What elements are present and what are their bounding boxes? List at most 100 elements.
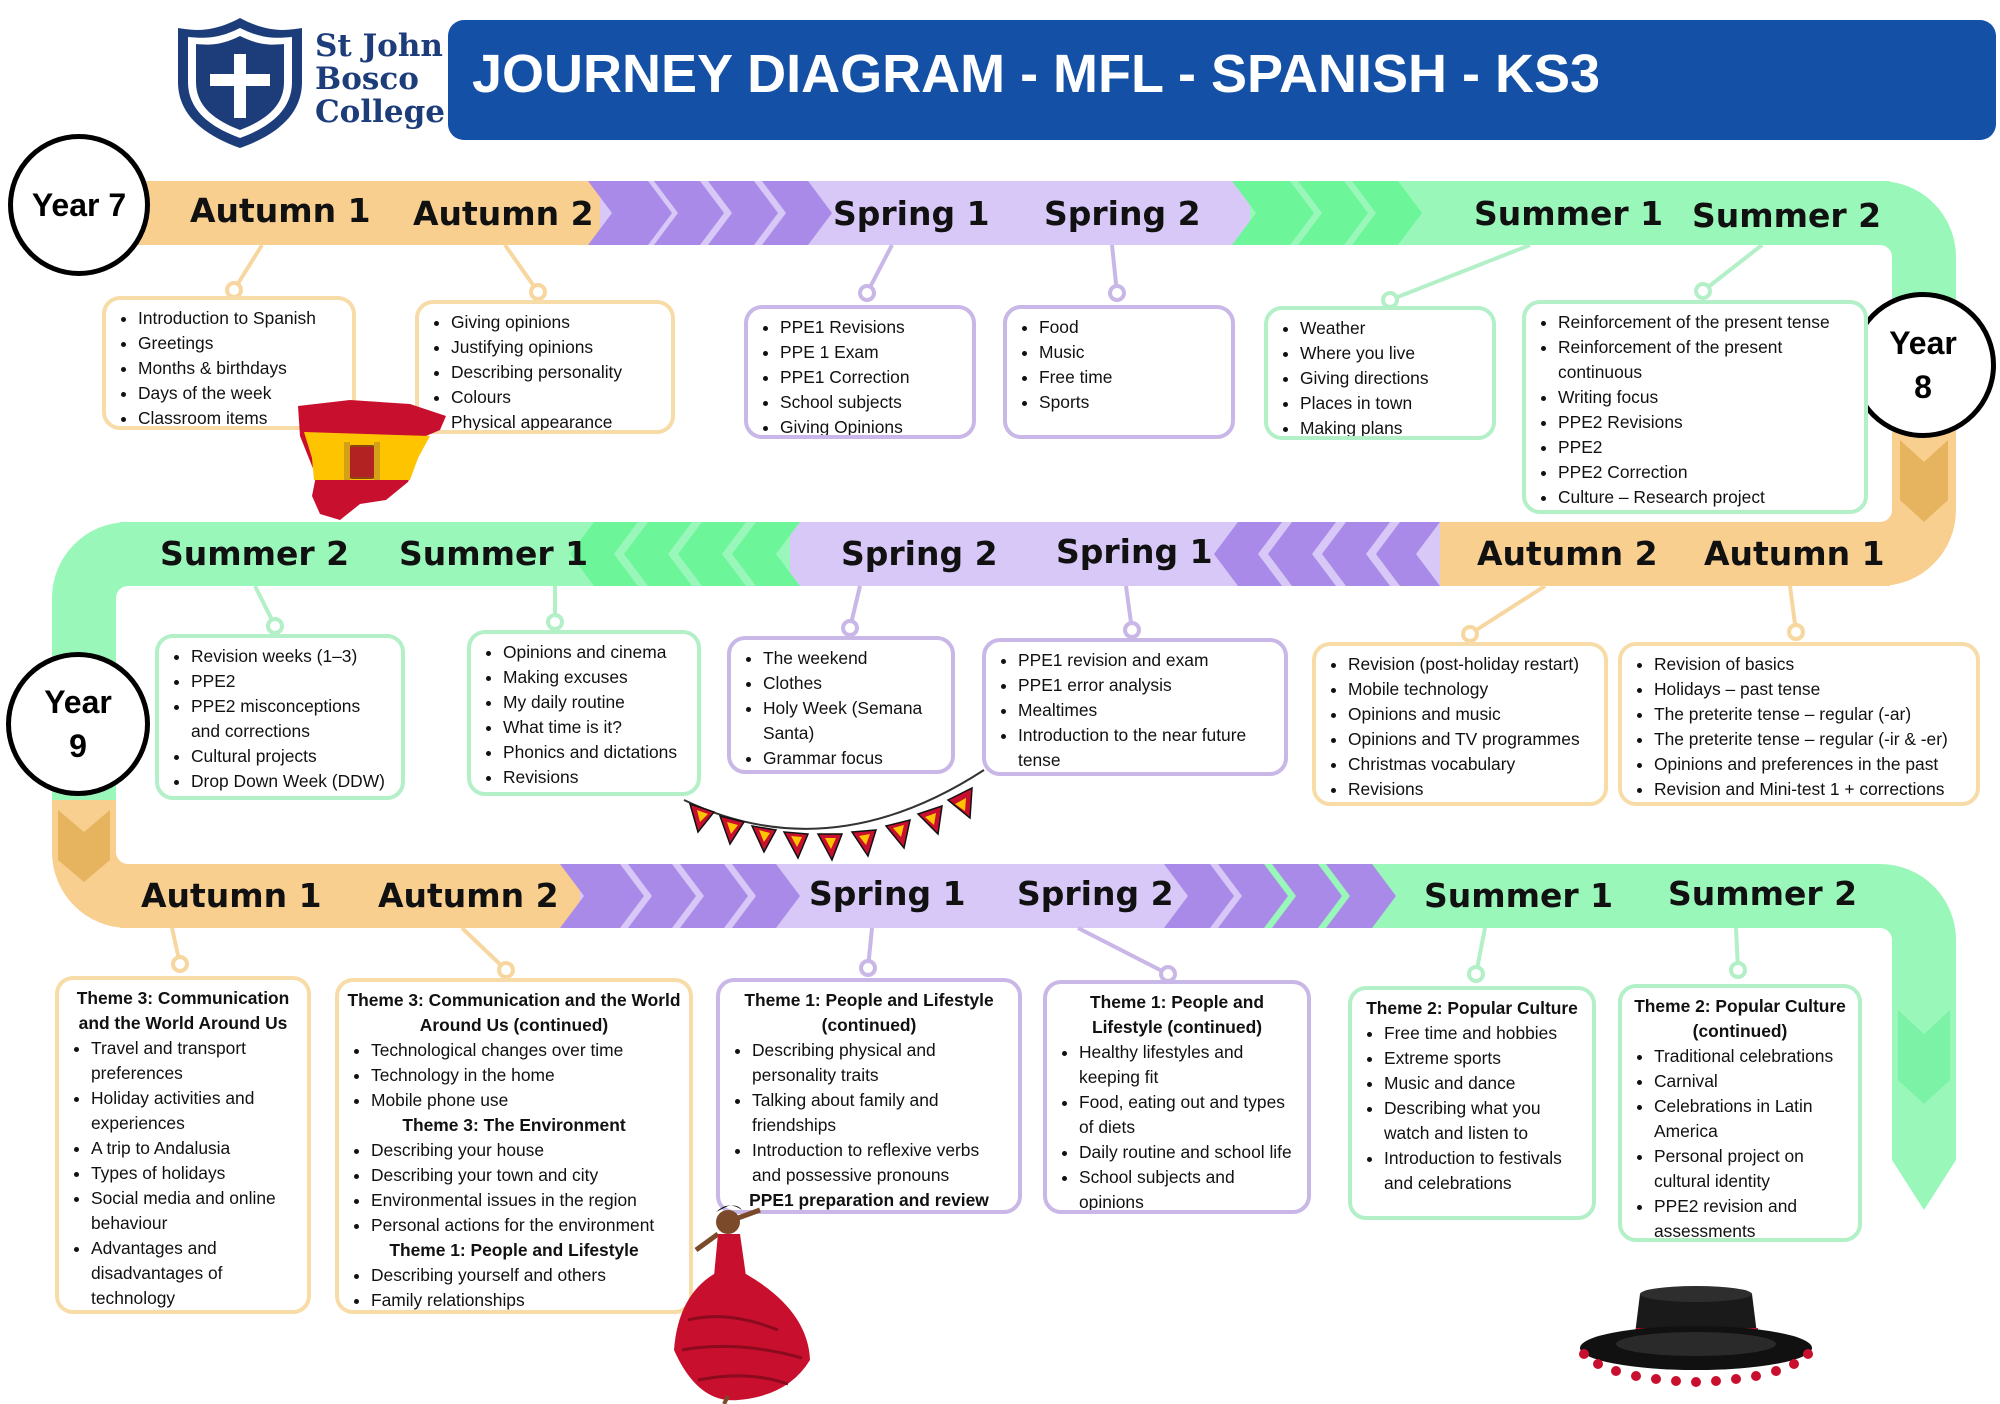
list-item: Drop Down Week (DDW)	[191, 769, 393, 794]
list-item: Colours	[451, 385, 663, 410]
row3-term-spring-1: Spring 1	[809, 874, 966, 913]
row2-autumn-band	[1420, 522, 1890, 586]
y9-autumn-2-heading-2: Theme 3: The Environment	[402, 1115, 626, 1135]
list-item: Personal project on cultural identity	[1654, 1144, 1850, 1194]
list-item: Grammar focus	[763, 746, 943, 770]
list-item: Describing what you watch and listen to	[1384, 1096, 1584, 1146]
shield-logo-icon	[178, 18, 302, 148]
y9-autumn-1-heading: Theme 3: Communication and the World Aro…	[76, 988, 290, 1033]
list-item: Physical appearance	[451, 410, 663, 430]
year-8-label-line2: 8	[1914, 369, 1932, 405]
list-item: PPE2 Correction	[1558, 460, 1856, 485]
y9-summer-2-heading: Theme 2: Popular Culture (continued)	[1634, 996, 1846, 1041]
list-item: Reinforcement of the present tense	[1558, 310, 1856, 335]
y8-spring-2-list: The weekendClothesHoly Week (Semana Sant…	[739, 646, 943, 770]
y7-autumn-2-box: Giving opinionsJustifying opinionsDescri…	[415, 300, 675, 434]
y9-summer-1-box: Theme 2: Popular Culture Free time and h…	[1348, 986, 1596, 1220]
year-9-label-line2: 9	[69, 728, 87, 764]
row1-chevrons-purple	[588, 181, 832, 245]
row3-term-autumn-1: Autumn 1	[141, 876, 322, 915]
y9-spring-2-heading: Theme 1: People and Lifestyle (continued…	[1090, 992, 1264, 1037]
list-item: Environmental issues in the region	[371, 1188, 681, 1213]
list-item: Giving Opinions	[780, 415, 964, 435]
y9-autumn-2-heading-3: Theme 1: People and Lifestyle	[389, 1240, 639, 1260]
y8-summer-2-box: Revision weeks (1–3)PPE2PPE2 misconcepti…	[155, 634, 405, 800]
list-item: Introduction to reflexive verbs and poss…	[752, 1138, 1010, 1188]
list-item: PPE 1 Exam	[780, 340, 964, 365]
y9-spring-2-box: Theme 1: People and Lifestyle (continued…	[1043, 980, 1311, 1214]
list-item: Places in town	[1300, 391, 1484, 416]
list-item: Daily routine and school life	[1079, 1140, 1299, 1165]
list-item: Revision of basics	[1654, 652, 1968, 677]
list-item: Sports	[1039, 390, 1223, 415]
flamenco-dancer-icon	[674, 1205, 810, 1404]
list-item: PPE1 revision and exam	[1018, 648, 1276, 673]
y9-spring-1-footer: PPE1 preparation and review	[749, 1190, 989, 1210]
row3-term-autumn-2: Autumn 2	[378, 876, 559, 915]
page-title: JOURNEY DIAGRAM - MFL - SPANISH - KS3	[472, 44, 1601, 104]
list-item: Free time	[1039, 365, 1223, 390]
school-name: St John Bosco College	[315, 28, 446, 130]
list-item: Writing focus	[1558, 385, 1856, 410]
list-item: Opinions and cinema	[503, 640, 689, 665]
list-item: PPE2	[1558, 435, 1856, 460]
y8-summer-1-list: Opinions and cinemaMaking excusesMy dail…	[479, 640, 689, 790]
y9-summer-1-heading: Theme 2: Popular Culture	[1366, 998, 1578, 1018]
list-item: Music and dance	[1384, 1071, 1584, 1096]
list-item: Making plans	[1300, 416, 1484, 436]
y7-spring-2-list: FoodMusicFree timeSports	[1015, 315, 1223, 415]
row2-term-autumn-2: Autumn 2	[1477, 534, 1658, 573]
list-item: A trip to Andalusia	[91, 1136, 299, 1161]
list-item: What time is it?	[503, 715, 689, 740]
list-item: My daily routine	[503, 690, 689, 715]
y9-autumn-2-list: Technological changes over timeTechnolog…	[347, 1038, 681, 1113]
list-item: Classroom items	[138, 406, 344, 426]
y7-summer-2-box: Reinforcement of the present tenseReinfo…	[1522, 300, 1868, 514]
row2-connectors	[253, 584, 1805, 643]
list-item: Describing personality	[451, 360, 663, 385]
y7-summer-2-list: Reinforcement of the present tenseReinfo…	[1534, 310, 1856, 510]
list-item: Revision weeks (1–3)	[191, 644, 393, 669]
row3-term-summer-1: Summer 1	[1424, 876, 1614, 915]
list-item: School subjects and opinions	[1079, 1165, 1299, 1210]
list-item: Opinions and music	[1348, 702, 1596, 727]
row2-term-spring-2: Spring 2	[841, 534, 998, 573]
y9-spring-1-box: Theme 1: People and Lifestyle (continued…	[716, 978, 1022, 1214]
list-item: Healthy lifestyles and keeping fit	[1079, 1040, 1299, 1090]
row2-chevrons-green	[570, 522, 800, 586]
right-turn-chevron	[1900, 440, 1948, 522]
list-item: Revisions	[1348, 777, 1596, 802]
y9-summer-2-list: Traditional celebrationsCarnivalCelebrat…	[1630, 1044, 1850, 1238]
list-item: PPE2 Revisions	[1558, 410, 1856, 435]
list-item: Holy Week (Semana Santa)	[763, 696, 943, 746]
y8-spring-1-box: PPE1 revision and examPPE1 error analysi…	[982, 638, 1288, 776]
row3-end-chevron	[1898, 1010, 1950, 1104]
list-item: Holiday activities and experiences	[91, 1086, 299, 1136]
list-item: Social media and online behaviour	[91, 1186, 299, 1236]
y9-spring-1-heading: Theme 1: People and Lifestyle (continued…	[744, 990, 994, 1035]
y9-autumn-1-box: Theme 3: Communication and the World Aro…	[55, 976, 311, 1314]
list-item: Free time and hobbies	[1384, 1021, 1584, 1046]
y9-autumn-2-box: Theme 3: Communication and the World Aro…	[335, 978, 693, 1314]
year-8-label-line1: Year	[1889, 325, 1957, 361]
list-item: Technological changes over time	[371, 1038, 681, 1063]
list-item: The weekend	[763, 646, 943, 671]
list-item: PPE2 revision and assessments	[1654, 1194, 1850, 1238]
list-item: Types of holidays	[91, 1161, 299, 1186]
y8-autumn-2-box: Revision (post-holiday restart)Mobile te…	[1312, 642, 1608, 806]
y8-spring-2-box: The weekendClothesHoly Week (Semana Sant…	[727, 636, 955, 774]
y8-autumn-1-list: Revision of basicsHolidays – past tenseT…	[1630, 652, 1968, 802]
list-item: Reinforcement of the present continuous	[1558, 335, 1856, 385]
list-item: Introduction to Spanish	[138, 306, 344, 331]
y8-spring-1-list: PPE1 revision and examPPE1 error analysi…	[994, 648, 1276, 772]
list-item: Family relationships	[371, 1288, 681, 1310]
list-item: Weather	[1300, 316, 1484, 341]
row1-connectors	[225, 243, 1764, 309]
row2-term-spring-1: Spring 1	[1056, 532, 1213, 571]
row3-chevrons-purple	[560, 864, 800, 928]
list-item: Holidays – past tense	[1654, 677, 1968, 702]
y7-spring-1-list: PPE1 RevisionsPPE 1 ExamPPE1 CorrectionS…	[756, 315, 964, 435]
row2-chevrons-purple	[1214, 522, 1440, 586]
cordobes-hat-icon	[1579, 1286, 1813, 1387]
